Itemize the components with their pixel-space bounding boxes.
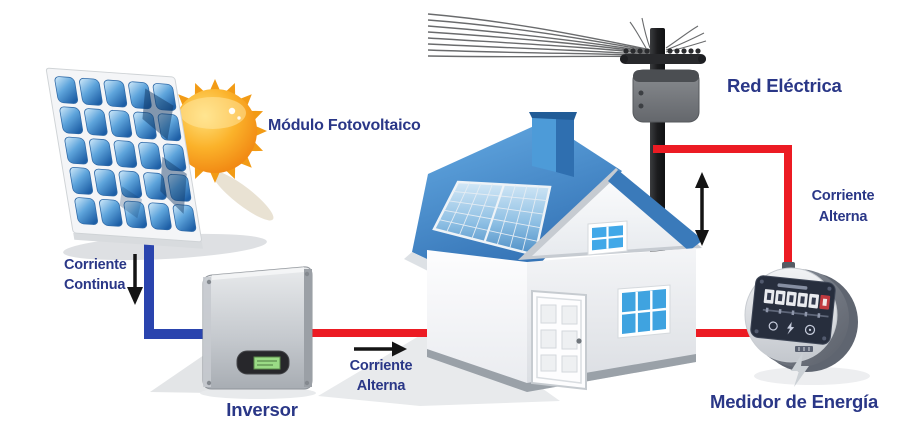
inverter-screws (206, 271, 310, 386)
inverter-display (236, 350, 290, 375)
meter-digits (763, 289, 831, 310)
rooftop-panel-icon (432, 180, 552, 257)
inverter-label: Inversor (226, 399, 298, 420)
ac-current-right-label-line1: Corriente (811, 188, 875, 204)
solar-panel-icon (45, 67, 204, 249)
front-wall (427, 250, 527, 392)
solar-module-illustration (45, 67, 267, 249)
ac-current-mid-label: Corriente Alterna (334, 356, 428, 396)
ac-current-mid-label-line2: Alterna (356, 378, 406, 394)
meter-label: Medidor de Energía (710, 391, 879, 412)
meter-plate (750, 275, 836, 345)
door (531, 289, 587, 391)
gable-wall (532, 177, 694, 256)
chimney (529, 112, 577, 177)
ac-arrow-icon (354, 341, 407, 357)
transformer-icon (632, 69, 700, 123)
house-icon (404, 112, 703, 392)
door-knob (576, 338, 582, 344)
meter-dial-icons (768, 321, 816, 335)
inverter-icon (202, 266, 313, 390)
crossarm (620, 54, 706, 64)
ac-double-arrow-icon (695, 172, 709, 246)
side-window (617, 284, 671, 339)
insulators (620, 48, 706, 63)
dc-current-label-line1: Corriente (64, 257, 127, 273)
ac-line-grid-to-meter (653, 145, 792, 272)
ac-current-right-label-line2: Alterna (818, 209, 868, 225)
dc-line-panel-to-inverter (144, 229, 206, 339)
flow-arrows (127, 172, 709, 357)
module-label: Módulo Fotovoltaico (268, 117, 421, 134)
dc-current-label-line2: Continua (64, 276, 126, 293)
gable-window (587, 220, 628, 256)
sun-icon (163, 79, 267, 183)
grid-label: Red Eléctrica (727, 75, 842, 96)
dc-current-label: Corriente Continua (64, 256, 127, 295)
ac-current-right-label: Corriente Alterna (797, 186, 889, 228)
dc-arrow-icon (127, 254, 143, 305)
utility-pole-icon (427, 13, 707, 258)
energy-meter-icon (744, 262, 858, 387)
lightning-bolt-icon (791, 352, 809, 387)
roof-right-slope (608, 170, 703, 251)
ac-current-mid-label-line1: Corriente (349, 358, 413, 374)
